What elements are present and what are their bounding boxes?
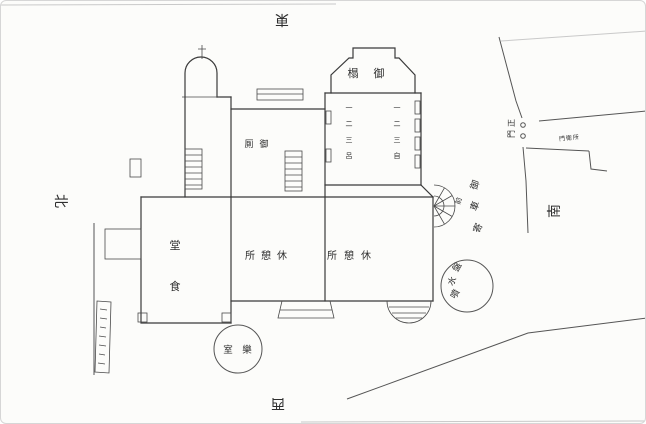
- staircase-icon: [284, 150, 303, 192]
- bay-label-char: 榻: [348, 66, 359, 80]
- music-room-label: 室 樂: [223, 344, 252, 356]
- garden-path: [346, 317, 645, 400]
- scan-edge-line: [1, 3, 337, 6]
- column-base: [137, 312, 148, 323]
- rest-area-char: 所: [327, 250, 337, 262]
- compass-north-label: 北: [52, 194, 68, 208]
- platform: [104, 228, 142, 260]
- rest-area-1-label: 所 憩 休: [245, 249, 287, 262]
- fountain-char: 水: [445, 274, 460, 288]
- porch-char: 車: [468, 199, 483, 213]
- annotation-char: 呂: [346, 152, 353, 160]
- rest-area-2-label: 所 憩 休: [327, 249, 371, 262]
- octagonal-bay: [330, 47, 416, 94]
- wall-niche: [129, 158, 142, 178]
- dining-left-wall: [140, 196, 232, 324]
- music-pavilion-circle: [213, 324, 263, 374]
- small-room-label: 厠 御: [244, 138, 268, 150]
- porch-char: 御: [468, 178, 483, 191]
- rest-area-char: 憩: [344, 249, 354, 262]
- annotation-char: 一: [346, 104, 353, 112]
- column-base: [221, 312, 232, 323]
- rest-area-char: 憩: [261, 249, 271, 262]
- compass-south-label: 南: [547, 204, 563, 218]
- west-boundary: [93, 223, 142, 375]
- scan-edge-line: [300, 420, 645, 423]
- gate-char: 正: [507, 119, 516, 127]
- porch-char: 寄: [471, 221, 486, 234]
- carriage-porch-label: 御 車 寄 前: [453, 178, 485, 234]
- fountain-basin-label: 盤 水 噴: [445, 260, 465, 301]
- round-turret-south: [386, 300, 432, 324]
- gate-char: 門: [507, 130, 516, 138]
- fountain-basin-circle: [440, 259, 494, 313]
- small-room-char: 厠: [244, 139, 253, 150]
- round-turret: [184, 56, 218, 98]
- annotation-char: 二: [394, 120, 401, 128]
- fountain-char: 噴: [448, 287, 463, 301]
- gate-post: [520, 122, 526, 128]
- bay-label-char: 御: [374, 66, 385, 80]
- music-char: 樂: [242, 344, 252, 356]
- staircase-icon: [184, 148, 203, 190]
- music-char: 室: [223, 344, 233, 356]
- dining-hall-label: 堂 食: [170, 239, 181, 293]
- building-outline: [129, 45, 456, 324]
- porch-small-char: 前: [453, 196, 464, 206]
- wing-annotation-left: 一 二 三 呂: [346, 104, 353, 160]
- compass-west-label: 西: [271, 395, 285, 411]
- road-lines: [525, 110, 645, 172]
- porch-steps: [277, 300, 335, 319]
- imperial-bay-label: 榻 御: [348, 66, 385, 80]
- annotation-char: 二: [346, 120, 353, 128]
- gate-note-label: 門衛所: [559, 133, 581, 143]
- fence-hatch: [94, 300, 112, 374]
- bay-window-fan: [433, 184, 456, 228]
- main-gate-label: 正 門: [507, 119, 516, 138]
- wing-annotation-right: 一 二 三 自: [394, 104, 401, 160]
- rest-area-char: 休: [361, 250, 371, 262]
- boundary-wall: [498, 36, 529, 234]
- rest-area-char: 所: [245, 250, 255, 262]
- window-ticks: [325, 100, 421, 169]
- wing-corner-connector: [420, 184, 434, 198]
- rest-area-char: 休: [277, 250, 287, 262]
- dining-char: 食: [170, 279, 181, 293]
- compass-east-label: 東: [275, 11, 289, 27]
- annotation-char: 一: [394, 104, 401, 112]
- small-room-char: 御: [259, 138, 268, 150]
- dining-char: 堂: [170, 239, 181, 252]
- gate-post: [520, 133, 526, 139]
- scan-edge-line: [500, 30, 645, 42]
- fountain-char: 盤: [450, 260, 465, 274]
- chimney: [256, 88, 304, 101]
- annotation-char: 自: [394, 151, 401, 160]
- annotation-char: 三: [346, 136, 353, 144]
- annotation-char: 三: [394, 136, 401, 144]
